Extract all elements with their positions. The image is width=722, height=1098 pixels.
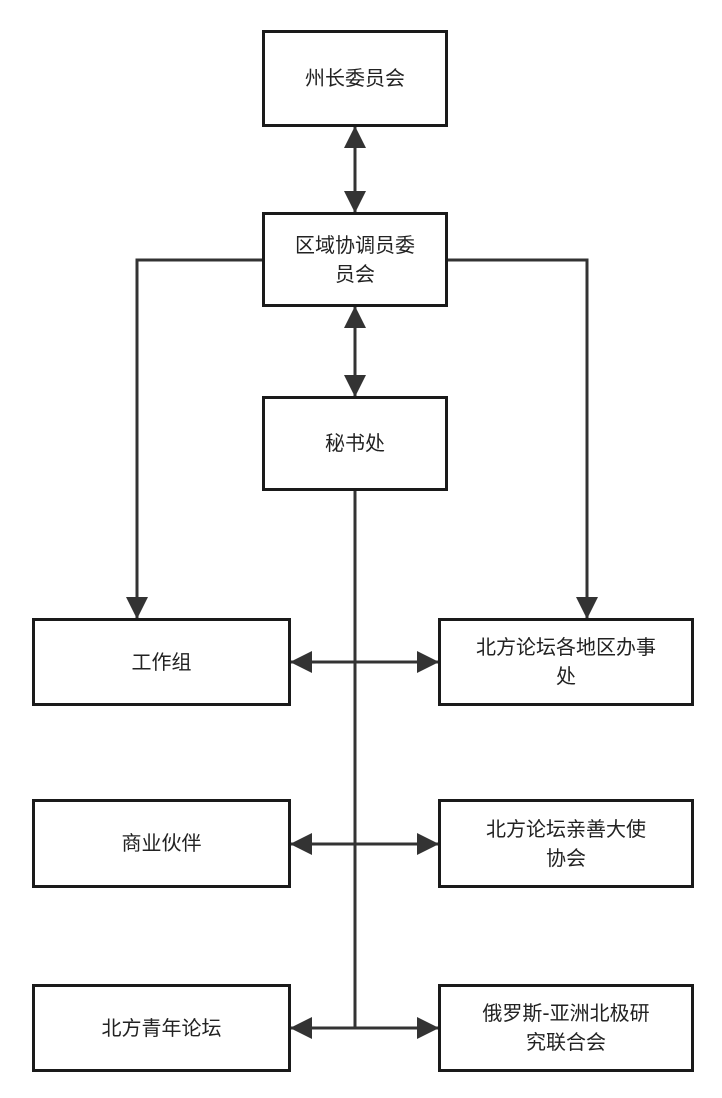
node-regional-offices: 北方论坛各地区办事 处 xyxy=(438,618,694,706)
node-secretariat: 秘书处 xyxy=(262,396,448,491)
node-label: 北方青年论坛 xyxy=(101,1015,222,1040)
node-label: 北方论坛亲善大使 协会 xyxy=(486,816,646,870)
node-arctic-research: 俄罗斯-亚洲北极研 究联合会 xyxy=(438,984,694,1072)
node-goodwill-ambassadors: 北方论坛亲善大使 协会 xyxy=(438,799,694,888)
node-working-groups: 工作组 xyxy=(32,618,291,706)
node-label: 区域协调员委 员会 xyxy=(295,232,415,286)
node-label: 秘书处 xyxy=(325,431,385,455)
node-youth-forum: 北方青年论坛 xyxy=(32,984,291,1072)
node-label: 俄罗斯-亚洲北极研 究联合会 xyxy=(482,1001,650,1054)
connector-regional-working-groups xyxy=(126,258,262,619)
node-regional-coordinators: 区域协调员委 员会 xyxy=(262,212,448,307)
node-governors-committee: 州长委员会 xyxy=(262,30,448,127)
node-business-partners: 商业伙伴 xyxy=(32,799,291,888)
node-label: 商业伙伴 xyxy=(121,831,202,855)
node-label: 北方论坛各地区办事 处 xyxy=(476,635,656,688)
connector-regional-offices xyxy=(448,258,598,619)
node-label: 工作组 xyxy=(131,649,192,674)
node-label: 州长委员会 xyxy=(305,66,405,90)
